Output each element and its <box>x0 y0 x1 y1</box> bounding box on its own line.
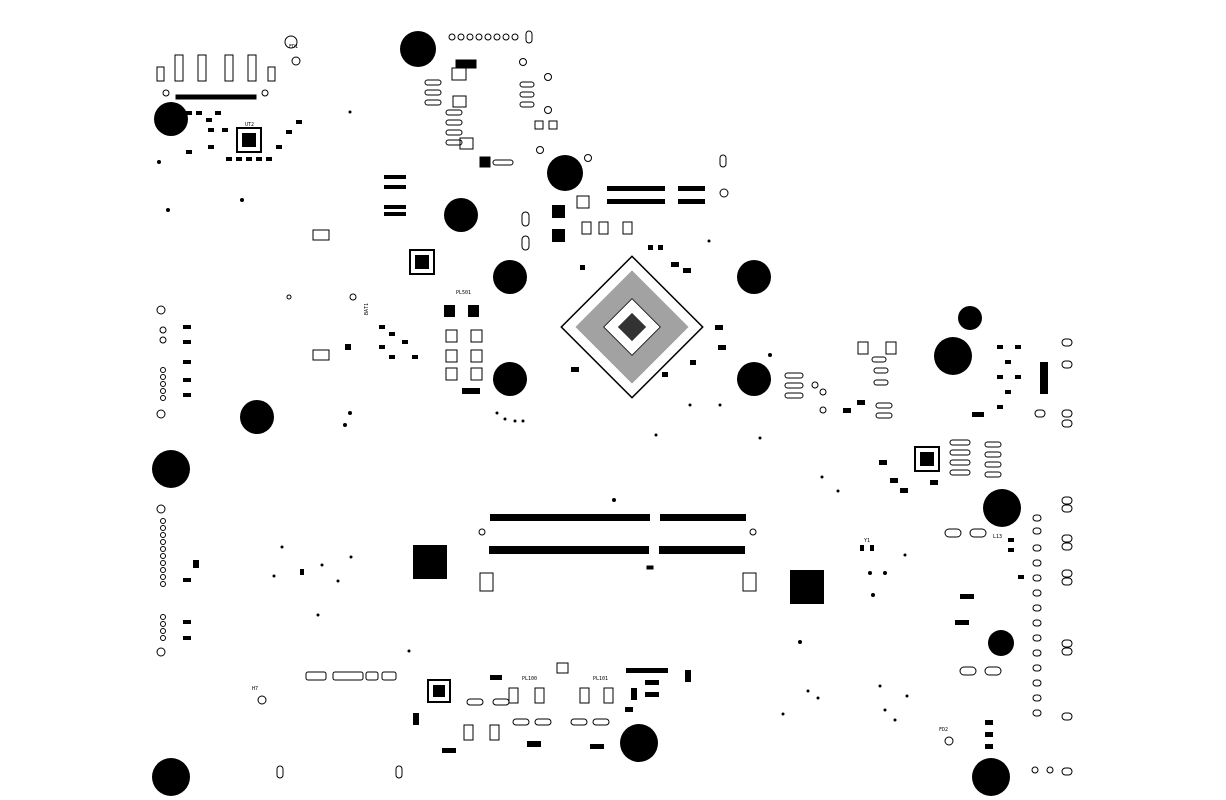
mounting-hole <box>972 758 1010 796</box>
top-left-connector <box>156 35 301 100</box>
h7-label: H7 <box>252 686 258 692</box>
mounting-hole <box>547 155 583 191</box>
square-pad-left <box>413 545 447 579</box>
mounting-hole <box>737 260 771 294</box>
cpu-side-parts <box>571 245 726 377</box>
mounting-holes <box>152 31 1021 796</box>
chip-left-mid <box>409 249 435 275</box>
memory-slot-lower <box>489 546 745 554</box>
mounting-hole <box>152 450 190 488</box>
fd2-label: FD2 <box>939 727 948 733</box>
pl501-label: PL501 <box>456 290 471 296</box>
small-parts-tl <box>157 111 302 212</box>
battery-label: BAT1 <box>364 303 370 315</box>
mounting-hole <box>934 337 972 375</box>
pl100-label: PL100 <box>522 676 537 682</box>
mounting-hole <box>620 724 658 762</box>
mounting-hole <box>152 758 190 796</box>
scattered-vias <box>272 110 909 722</box>
pl101-label: PL101 <box>593 676 608 682</box>
bottom-connectors <box>257 662 614 779</box>
chip-right <box>914 446 940 472</box>
mounting-hole <box>154 102 188 136</box>
right-parts <box>768 345 1048 749</box>
bga-processor <box>560 255 704 399</box>
mounting-hole <box>983 489 1021 527</box>
mounting-hole <box>493 260 527 294</box>
chip-ut2: UT2 <box>236 122 262 153</box>
chip-bottom <box>427 679 451 703</box>
left-edge-parts <box>183 325 352 640</box>
bottom-parts <box>300 569 691 753</box>
top-center-header <box>448 30 592 168</box>
mounting-hole <box>988 630 1014 656</box>
right-edge-connectors <box>1031 338 1073 776</box>
l13-label: L13 <box>993 534 1002 540</box>
memory-slot-details <box>478 498 757 592</box>
chip-ut2-label: UT2 <box>245 122 254 128</box>
mounting-hole <box>240 400 274 434</box>
mounting-hole <box>493 362 527 396</box>
y1-label: Y1 <box>864 538 870 544</box>
mounting-hole <box>444 198 478 232</box>
mounting-hole <box>958 306 982 330</box>
memory-slot-upper <box>490 514 746 521</box>
outline-parts-left-mid <box>286 195 633 381</box>
right-pads <box>719 154 1002 746</box>
mounting-hole <box>737 362 771 396</box>
connectors-cpu-top <box>607 186 705 204</box>
square-pad-right <box>790 570 824 604</box>
mounting-hole <box>400 31 436 67</box>
fd1-label: FD1 <box>289 44 298 50</box>
left-edge-headers <box>156 305 167 657</box>
oval-pads-top <box>424 79 535 166</box>
parts-left-mid <box>345 175 565 394</box>
